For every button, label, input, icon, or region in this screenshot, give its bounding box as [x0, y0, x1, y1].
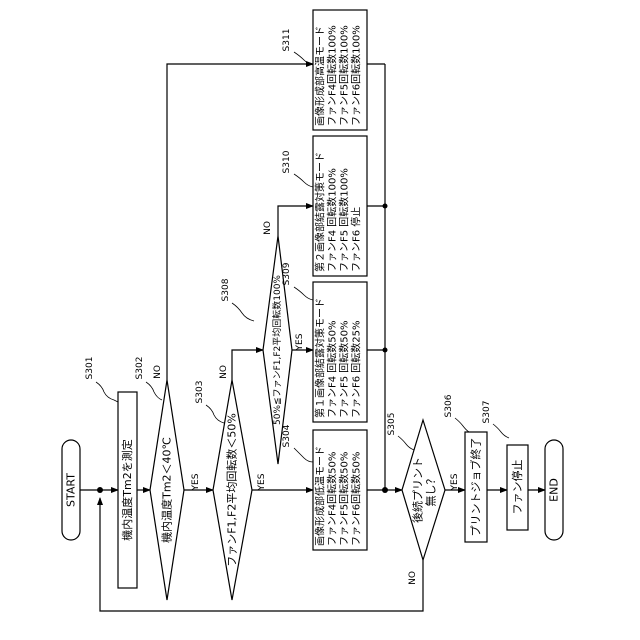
- next-print-label-1: 後続プリント: [411, 457, 425, 523]
- fan-avg-low-yes-label: YES: [257, 473, 267, 491]
- s304-mode-line: ファンF6回転数50%: [350, 452, 363, 546]
- measure-label: 機内温度Tm2を測定: [120, 439, 134, 540]
- s309-mode-line: ファンF6 回転数25%: [350, 320, 363, 418]
- s311-mode-line: ファンF4回転数100%: [326, 25, 339, 126]
- step-s308: S308: [221, 278, 254, 321]
- next-print-label-2: 無し？: [424, 474, 438, 507]
- step-s307-label: S307: [482, 401, 492, 424]
- step-s305-leader: [398, 436, 414, 450]
- step-s310-leader: [294, 174, 313, 187]
- step-s306-label: S306: [444, 394, 454, 417]
- fan-avg-low-no-label: NO: [219, 365, 229, 379]
- s304-mode-line: 画像形成部低温モード: [314, 446, 327, 546]
- line-temp-no: [167, 64, 313, 380]
- step-s311-label: S311: [282, 29, 292, 52]
- step-s304-leader: [294, 448, 313, 462]
- step-s308-leader: [232, 303, 254, 321]
- step-s307-leader: [493, 424, 509, 438]
- s311-mode-line: ファンF6回転数100%: [350, 25, 363, 126]
- junction-dot-s310: [383, 204, 388, 209]
- step-s301: S301: [85, 357, 118, 402]
- s304-mode-text: 画像形成部低温モード ファンF4回転数50% ファンF5回転数50% ファンF6…: [314, 446, 363, 546]
- range-yes-label: YES: [295, 333, 305, 351]
- s309-mode-line: ファンF5 回転数50%: [338, 320, 351, 418]
- step-s309-label: S309: [282, 262, 292, 285]
- step-s306: S306: [444, 394, 469, 432]
- line-range-no: [278, 206, 313, 236]
- step-s310-label: S310: [282, 150, 292, 173]
- s310-mode-line: 第２画像部結露対策モード: [314, 152, 327, 272]
- s311-mode-line: ファンF5回転数100%: [338, 25, 351, 126]
- step-s302-label: S302: [135, 357, 145, 380]
- step-s303: S303: [195, 381, 224, 423]
- range-no-label: NO: [263, 221, 273, 235]
- step-s310: S310: [282, 150, 313, 187]
- step-s311: S311: [282, 29, 313, 65]
- step-s309-leader: [294, 287, 313, 300]
- junction-dot-start: [97, 487, 103, 493]
- line-next-no-loop: [100, 498, 423, 611]
- step-s308-label: S308: [221, 278, 231, 301]
- s310-mode-line: ファンF4 回転数100%: [326, 168, 339, 272]
- s309-mode-line: ファンF4 回転数50%: [326, 320, 339, 418]
- s309-mode-line: 第１画像部結露対策モード: [314, 298, 327, 418]
- step-s303-label: S303: [195, 381, 205, 404]
- temp-decision-label: 機内温度Tm2＜40℃: [160, 437, 174, 543]
- step-s304: S304: [282, 424, 313, 462]
- s310-mode-line: ファンF5 回転数100%: [338, 168, 351, 272]
- next-no-label: NO: [408, 571, 418, 585]
- junction-dot-s309: [383, 348, 388, 353]
- next-yes-label: YES: [450, 473, 460, 491]
- step-s309: S309: [282, 262, 313, 300]
- junction-dot-merge: [382, 487, 388, 493]
- print-end-label: プリントジョブ終了: [469, 438, 483, 537]
- step-s301-label: S301: [85, 357, 95, 380]
- step-s304-label: S304: [282, 424, 292, 447]
- s311-mode-text: 画像形成部高温モード ファンF4回転数100% ファンF5回転数100% ファン…: [314, 25, 363, 126]
- s311-mode-line: 画像形成部高温モード: [314, 26, 327, 126]
- step-s305-label: S305: [387, 413, 397, 436]
- step-s306-leader: [455, 418, 469, 432]
- start-label: START: [65, 473, 78, 507]
- fan-stop-label: ファン停止: [510, 460, 524, 515]
- temp-yes-label: YES: [191, 473, 201, 491]
- step-s301-leader: [96, 382, 118, 402]
- step-s303-leader: [206, 405, 224, 423]
- s304-mode-line: ファンF5回転数50%: [338, 452, 351, 546]
- fan-avg-range-label: 50%≦ファンF1,F2平均回転数100%: [271, 275, 283, 425]
- temp-no-label: NO: [153, 365, 163, 379]
- fan-avg-low-label: ファンF1,F2平均回転数＜50%: [226, 413, 239, 567]
- s310-mode-line: ファンF6 停止: [350, 207, 363, 272]
- end-label: END: [548, 478, 561, 502]
- step-s311-leader: [294, 52, 313, 65]
- line-fanavg-no: [232, 350, 263, 380]
- s304-mode-line: ファンF4回転数50%: [326, 452, 339, 546]
- step-s305: S305: [387, 413, 414, 450]
- step-s302-leader: [146, 382, 162, 400]
